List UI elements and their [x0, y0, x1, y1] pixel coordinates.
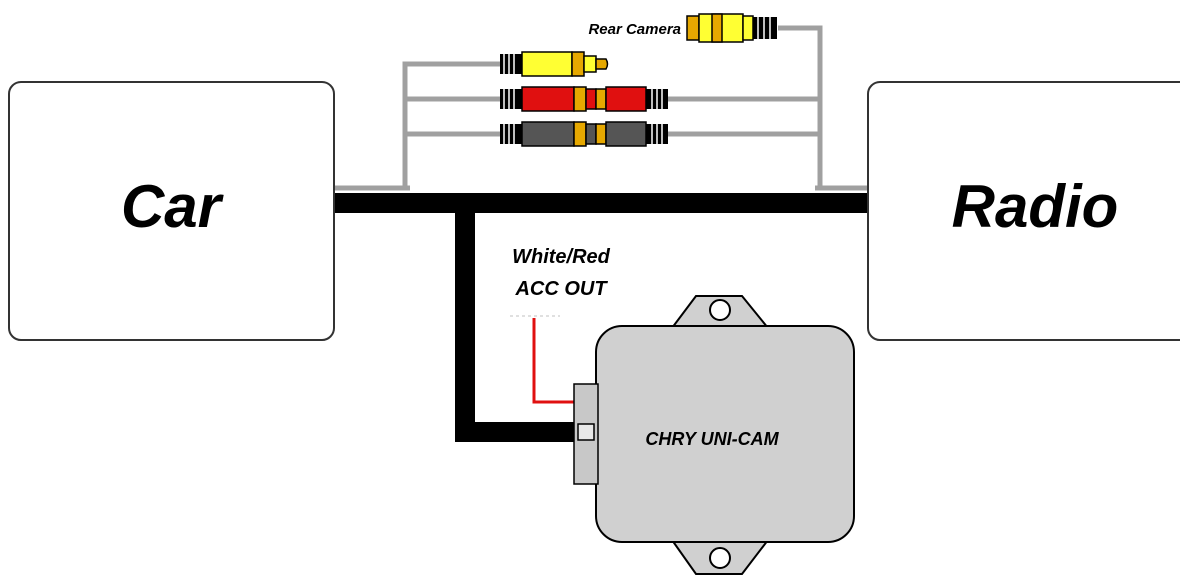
- acc-out-wire: White/Red ACC OUT: [510, 246, 611, 404]
- mounting-hole-bottom: [709, 547, 731, 569]
- mounting-hole-top: [709, 299, 731, 321]
- main-harness: [330, 193, 870, 442]
- rear-camera-label: Rear Camera: [588, 21, 681, 38]
- rca-connector-yellow: [500, 51, 609, 77]
- rear-camera-connector: Rear Camera: [588, 13, 777, 43]
- rca-connector-gray: [500, 121, 668, 147]
- acc-label-line2: ACC OUT: [514, 278, 608, 300]
- uni-cam-module: CHRY UNI-CAM: [573, 295, 855, 575]
- radio-label: Radio: [952, 173, 1119, 240]
- car-label: Car: [121, 173, 225, 240]
- module-label: CHRY UNI-CAM: [645, 429, 779, 449]
- car-block: Car: [8, 81, 335, 341]
- radio-block: Radio: [867, 81, 1180, 341]
- acc-label-line1: White/Red: [512, 246, 611, 268]
- rca-connector-red: [500, 86, 668, 112]
